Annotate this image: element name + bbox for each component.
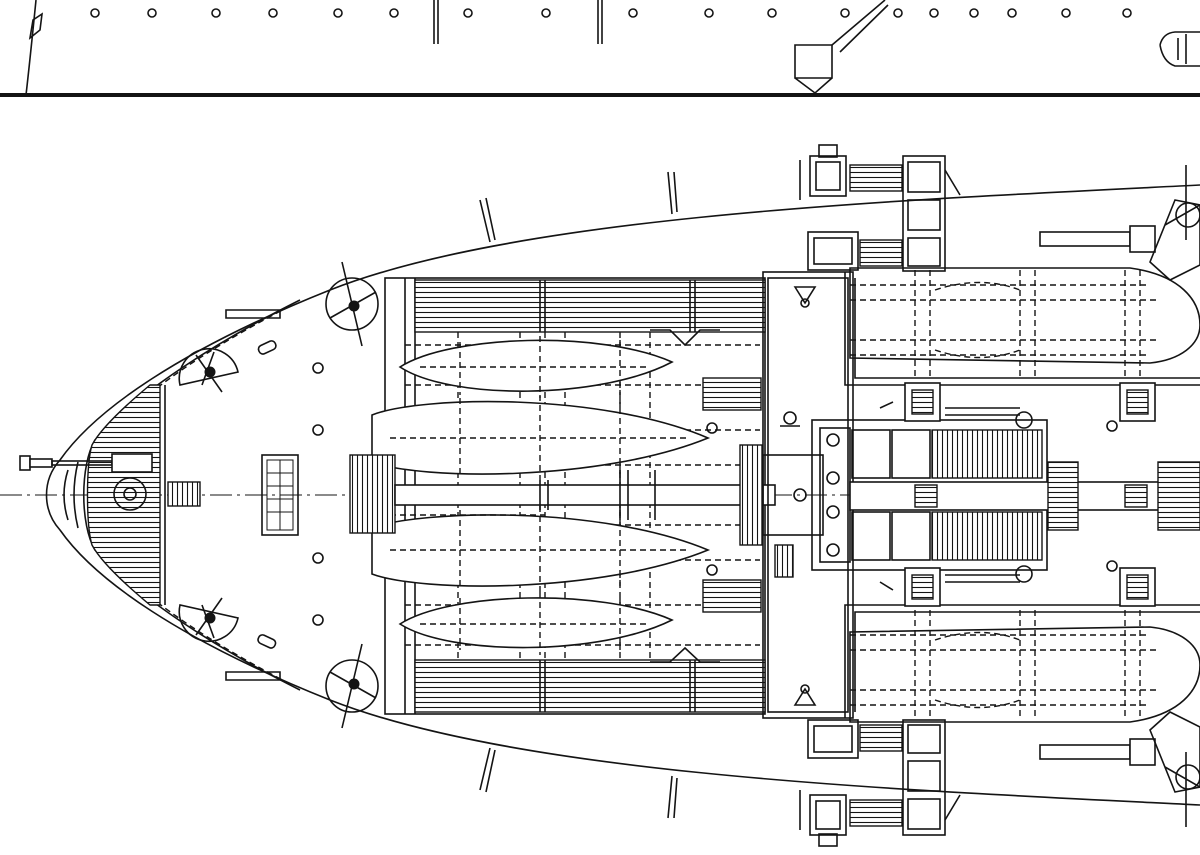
hull-outline	[45, 184, 1200, 806]
lifeboat-4	[398, 597, 674, 649]
deck-strip-bottom	[414, 659, 766, 713]
fairlead-starboard	[325, 643, 379, 729]
side-elevation	[0, 0, 1200, 97]
forward-hatch	[261, 454, 299, 536]
sponson-top	[799, 144, 961, 272]
deck-strip-top	[414, 279, 766, 333]
lifeboat-1	[398, 339, 674, 392]
funnel-starboard	[844, 604, 1200, 723]
anchor-port	[178, 347, 239, 393]
ladder-starboard	[702, 579, 762, 613]
engine-skylight	[811, 419, 1200, 571]
anchor-starboard	[178, 597, 239, 643]
funnel-port	[844, 267, 1200, 386]
bridge-deck	[762, 271, 854, 719]
gun-top-right	[1039, 165, 1200, 281]
skylight-grating	[349, 454, 396, 534]
fairlead-port	[325, 261, 379, 347]
ladder-port	[702, 377, 762, 411]
gun-bottom-right	[1039, 711, 1200, 827]
vents	[879, 382, 1156, 607]
sponson-bottom	[799, 719, 961, 847]
deck-plan	[0, 144, 1200, 847]
bow-gun	[19, 453, 153, 511]
portholes	[90, 8, 1132, 18]
